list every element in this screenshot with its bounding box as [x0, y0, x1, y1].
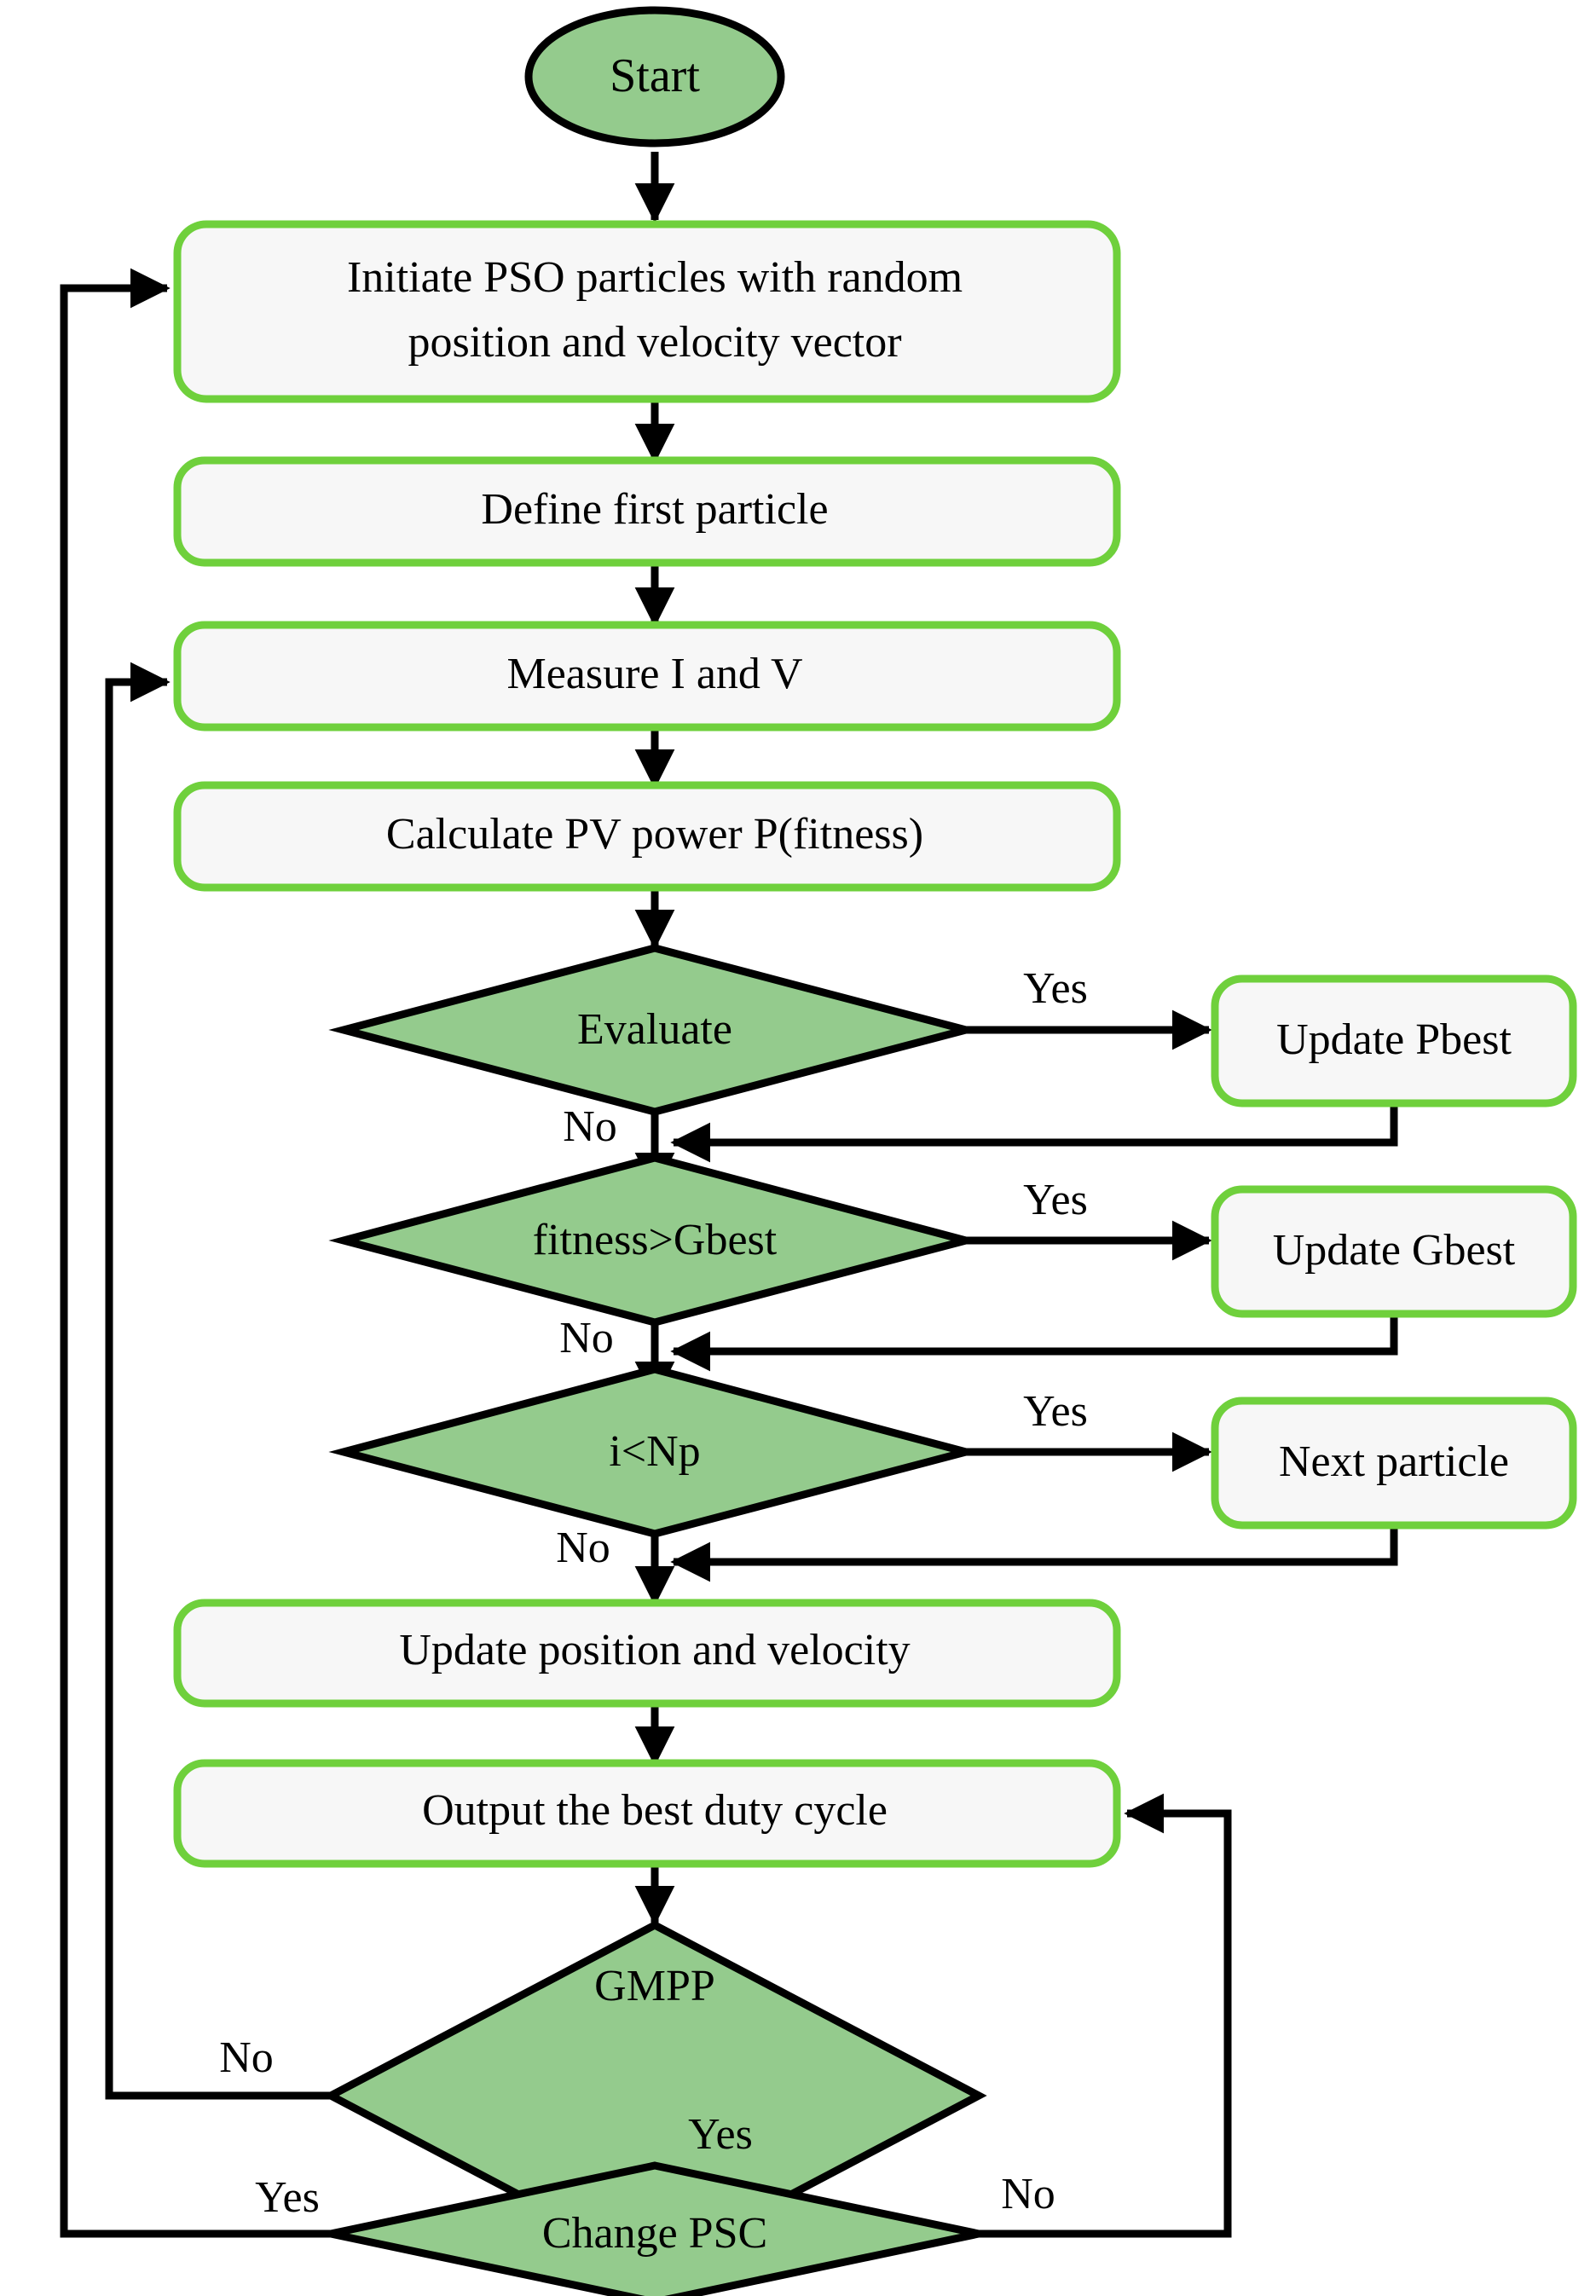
node-calc-label: Calculate PV power P(fitness)	[386, 810, 923, 859]
edge-np-return	[670, 1526, 1398, 1582]
edge-label-psc-yes: Yes	[255, 2173, 320, 2222]
edge-gmpp-no	[105, 662, 331, 2100]
edge-gbest-return	[670, 1315, 1398, 1372]
edge-label-gbest-yes: Yes	[1023, 1176, 1088, 1224]
node-update-pos-label: Update position and velocity	[399, 1626, 910, 1674]
node-init-label-line2: position and velocity vector	[408, 318, 901, 367]
edge-label-psc-no: No	[1001, 2170, 1055, 2218]
edge-label-gbest-no: No	[559, 1314, 614, 1362]
node-gmpp-label: GMPP	[594, 1962, 715, 2010]
node-output-duty[interactable]	[173, 1759, 1121, 1868]
edge-label-np-yes: Yes	[1023, 1387, 1088, 1436]
node-i-lt-np-label: i<Np	[609, 1427, 700, 1476]
edge-label-evaluate-no: No	[563, 1102, 617, 1151]
node-update-gbest-label: Update Gbest	[1273, 1226, 1516, 1275]
node-evaluate[interactable]	[328, 944, 981, 1116]
edge-label-evaluate-yes: Yes	[1023, 964, 1088, 1013]
node-init-label-line1: Initiate PSO particles with random	[347, 253, 963, 302]
node-update-pos[interactable]	[173, 1599, 1121, 1708]
node-change-psc[interactable]	[330, 2161, 980, 2296]
node-update-pbest[interactable]	[1211, 974, 1577, 1108]
node-fitness-gbest[interactable]	[328, 1154, 981, 1327]
node-evaluate-label: Evaluate	[577, 1005, 732, 1054]
node-define[interactable]	[173, 456, 1121, 567]
node-start[interactable]	[524, 6, 785, 147]
node-next-particle-label: Next particle	[1279, 1437, 1509, 1486]
node-i-lt-np[interactable]	[328, 1365, 981, 1538]
node-define-label: Define first particle	[481, 485, 828, 534]
node-calc[interactable]	[173, 781, 1121, 892]
node-start-label: Start	[610, 49, 700, 102]
edge-psc-yes	[60, 268, 331, 2238]
node-change-psc-label: Change PSC	[542, 2209, 767, 2258]
edge-pbest-return	[670, 1104, 1398, 1163]
node-init[interactable]	[173, 220, 1121, 403]
edge-label-gmpp-no: No	[219, 2033, 274, 2082]
node-update-pbest-label: Update Pbest	[1276, 1015, 1512, 1064]
node-next-particle[interactable]	[1211, 1397, 1577, 1530]
edge-psc-no	[979, 1793, 1232, 2238]
node-output-duty-label: Output the best duty cycle	[422, 1786, 888, 1835]
node-measure[interactable]	[173, 621, 1121, 732]
node-fitness-gbest-label: fitness>Gbest	[533, 1216, 778, 1264]
edge-label-np-no: No	[556, 1524, 610, 1572]
node-measure-label: Measure I and V	[506, 650, 802, 698]
node-update-gbest[interactable]	[1211, 1185, 1577, 1318]
edge-label-gmpp-yes: Yes	[688, 2110, 753, 2159]
